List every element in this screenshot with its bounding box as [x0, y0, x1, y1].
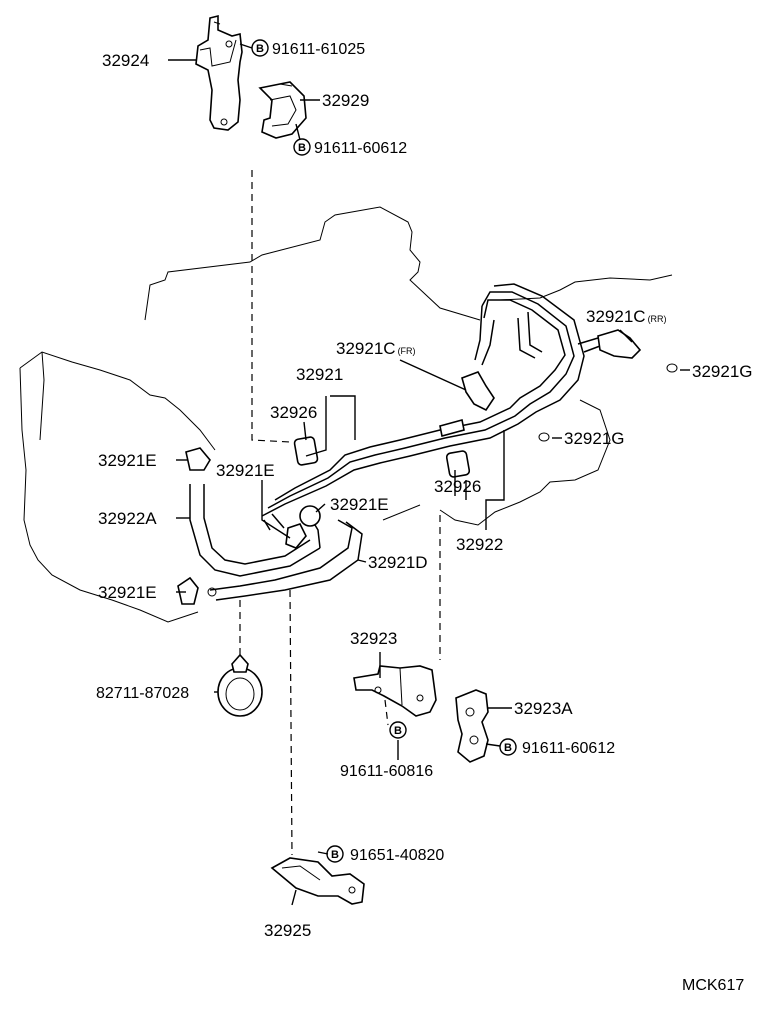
label-32929: 32929	[322, 91, 369, 110]
label-32923A: 32923A	[514, 699, 573, 718]
label-32921E-mid: 32921E	[216, 461, 275, 480]
bracket-32925	[270, 857, 365, 905]
label-91611-60816: 91611-60816	[340, 763, 433, 780]
leader-lines	[168, 43, 690, 906]
label-91651-40820: 91651-40820	[350, 847, 444, 864]
bolt-icon-91611-60816: B	[389, 721, 407, 739]
svg-text:B: B	[331, 849, 339, 861]
bracket-32924	[195, 14, 243, 131]
bolt-icon-91611-60612-bottom: B	[499, 738, 517, 756]
engine-outline	[144, 206, 673, 526]
label-32921C-rr: 32921C(RR)	[586, 307, 667, 326]
label-32925: 32925	[264, 921, 311, 940]
label-32921G-mid: 32921G	[564, 429, 625, 448]
label-32923: 32923	[350, 629, 397, 648]
bolt-icon-91611-61025: B	[251, 39, 269, 57]
fittings	[177, 329, 678, 605]
label-32921D: 32921D	[368, 553, 428, 572]
label-91611-61025: 91611-61025	[272, 41, 365, 58]
bracket-32923	[353, 665, 437, 717]
label-32921: 32921	[296, 365, 343, 384]
label-82711-87028: 82711-87028	[96, 685, 189, 702]
svg-text:B: B	[298, 142, 306, 154]
label-32922: 32922	[456, 535, 503, 554]
svg-text:B: B	[504, 742, 512, 754]
hose-clamp-82711	[217, 653, 263, 717]
label-32926-left: 32926	[270, 403, 317, 422]
bolt-icon-91611-60612-top: B	[293, 138, 311, 156]
label-32921C-fr: 32921C(FR)	[336, 339, 416, 358]
clamp-32923A	[455, 689, 489, 763]
radiator-outline	[19, 351, 216, 623]
bolt-markers: B B B B B	[251, 39, 517, 863]
oil-cooler-pipes	[189, 283, 601, 601]
svg-text:B: B	[256, 43, 264, 55]
label-32921E-bottom: 32921E	[98, 583, 157, 602]
label-32922A: 32922A	[98, 509, 157, 528]
label-32921G-right: 32921G	[692, 362, 753, 381]
label-32926-right: 32926	[434, 477, 481, 496]
clamp-32929	[258, 81, 307, 139]
part-labels: 32924 91611-61025 32929 91611-60612 3292…	[96, 41, 753, 940]
label-32921E-right: 32921E	[330, 495, 389, 514]
label-91611-60612-bottom: 91611-60612	[522, 740, 615, 757]
bolt-icon-91651-40820: B	[326, 845, 344, 863]
label-91611-60612-top: 91611-60612	[314, 140, 407, 157]
label-32924: 32924	[102, 51, 149, 70]
svg-text:B: B	[394, 725, 402, 737]
label-32921E-left: 32921E	[98, 451, 157, 470]
diagram-code: MCK617	[682, 977, 744, 994]
